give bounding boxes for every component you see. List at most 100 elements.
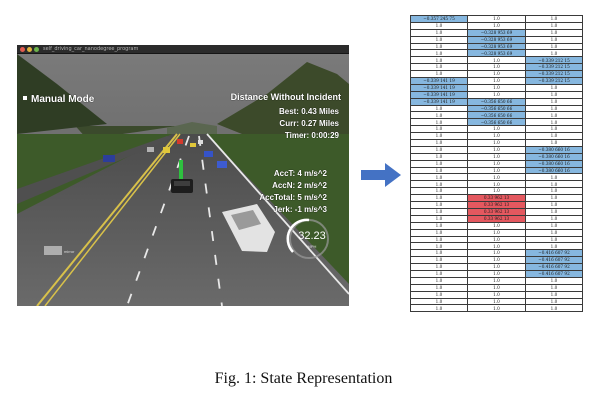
maximize-icon[interactable] bbox=[34, 47, 39, 52]
jerk-readout: Jerk: -1 m/s^3 bbox=[273, 205, 327, 214]
table-cell: 1.0 bbox=[525, 15, 583, 23]
table-cell: 1.0 bbox=[525, 304, 583, 313]
table-cell: 1.0 bbox=[525, 290, 583, 299]
acc-n-readout: AccN: 2 m/s^2 bbox=[272, 181, 327, 190]
table-cell: 1.0 bbox=[467, 228, 526, 237]
opposite-road bbox=[17, 136, 172, 204]
simulator-window-title: self_driving_car_nanodegree_program bbox=[43, 46, 139, 52]
table-cell: 1.0 bbox=[525, 173, 583, 182]
table-cell: 1.0 bbox=[410, 132, 468, 141]
simulator-window: self_driving_car_nanodegree_program bbox=[17, 45, 349, 306]
table-cell: −0.339 141 19 bbox=[410, 90, 468, 99]
table-cell: 1.0 bbox=[410, 228, 468, 237]
close-icon[interactable] bbox=[20, 47, 25, 52]
ego-car-window bbox=[174, 181, 190, 186]
table-cell: 1.0 bbox=[525, 201, 583, 209]
table-cell: 1.0 bbox=[410, 263, 468, 271]
table-cell: 1.0 bbox=[467, 180, 526, 189]
acc-t-readout: AccT: 4 m/s^2 bbox=[273, 169, 327, 178]
table-cell: 1.0 bbox=[410, 28, 468, 37]
table-cell: 1.0 bbox=[410, 139, 468, 147]
minimize-icon[interactable] bbox=[27, 47, 32, 52]
table-cell: 1.0 bbox=[410, 56, 468, 65]
table-cell: −0.416 607 92 bbox=[525, 249, 583, 258]
table-cell: −0.339 212 15 bbox=[525, 77, 583, 85]
planned-path-marker bbox=[179, 160, 183, 180]
table-cell: 1.0 bbox=[467, 90, 526, 99]
table-cell: −0.416 607 92 bbox=[525, 263, 583, 271]
table-cell: −0.339 141 19 bbox=[410, 97, 468, 106]
table-cell: −0.416 607 92 bbox=[525, 269, 583, 278]
table-cell: 1.0 bbox=[467, 15, 526, 23]
table-cell: 1.0 bbox=[467, 159, 526, 168]
yellow-lane-line-2 bbox=[44, 133, 181, 306]
table-cell: −0.339 212 15 bbox=[525, 63, 583, 72]
table-cell: 1.0 bbox=[467, 152, 526, 161]
table-cell: 1.0 bbox=[467, 297, 526, 306]
table-cell: −0.380 660 16 bbox=[525, 159, 583, 168]
table-cell: 1.0 bbox=[410, 249, 468, 258]
table-cell: 1.0 bbox=[525, 276, 583, 285]
table-cell: 1.0 bbox=[410, 297, 468, 306]
table-cell: 1.0 bbox=[467, 283, 526, 292]
table-cell: 1.0 bbox=[410, 125, 468, 134]
table-cell: −0.380 660 16 bbox=[525, 145, 583, 154]
table-cell: 1.0 bbox=[410, 269, 468, 278]
table-cell: 0.33 962 13 bbox=[467, 194, 526, 203]
table-cell: 1.0 bbox=[467, 269, 526, 278]
mirror-label: mirror bbox=[64, 249, 75, 254]
table-cell: 1.0 bbox=[410, 118, 468, 127]
table-cell: 1.0 bbox=[410, 242, 468, 251]
table-cell: 1.0 bbox=[410, 304, 468, 313]
table-cell: 1.0 bbox=[525, 49, 583, 58]
table-cell: −0.328 953 69 bbox=[467, 28, 526, 37]
yellow-lane-line bbox=[36, 133, 178, 306]
right-mountain bbox=[217, 62, 349, 139]
table-cell: 1.0 bbox=[467, 83, 526, 92]
table-cell: 1.0 bbox=[525, 118, 583, 127]
table-cell: 1.0 bbox=[467, 304, 526, 313]
table-cell: 1.0 bbox=[467, 166, 526, 175]
table-cell: 1.0 bbox=[525, 132, 583, 141]
table-cell: 1.0 bbox=[410, 256, 468, 265]
vehicle-blue-3 bbox=[103, 155, 115, 162]
table-cell: 1.0 bbox=[410, 111, 468, 120]
table-cell: 1.0 bbox=[525, 235, 583, 244]
table-cell: 1.0 bbox=[410, 70, 468, 79]
mirror-thumbnail bbox=[44, 246, 62, 255]
table-cell: 0.33 962 13 bbox=[467, 207, 526, 216]
vehicle-blue bbox=[204, 151, 213, 157]
table-cell: 1.0 bbox=[410, 173, 468, 182]
table-cell: 1.0 bbox=[410, 214, 468, 223]
table-cell: 1.0 bbox=[525, 83, 583, 92]
timer: Timer: 0:00:29 bbox=[284, 131, 339, 140]
white-car-window bbox=[231, 210, 261, 230]
table-cell: 1.0 bbox=[467, 70, 526, 79]
table-cell: 1.0 bbox=[467, 63, 526, 72]
table-cell: 1.0 bbox=[525, 221, 583, 230]
table-cell: −0.328 953 69 bbox=[467, 42, 526, 51]
right-arrow-icon bbox=[361, 163, 401, 187]
table-cell: 1.0 bbox=[525, 194, 583, 203]
table-cell: 1.0 bbox=[410, 166, 468, 175]
table-cell: −0.328 953 69 bbox=[467, 35, 526, 44]
table-cell: 1.0 bbox=[410, 42, 468, 51]
table-cell: 1.0 bbox=[525, 214, 583, 223]
table-cell: 1.0 bbox=[525, 111, 583, 120]
